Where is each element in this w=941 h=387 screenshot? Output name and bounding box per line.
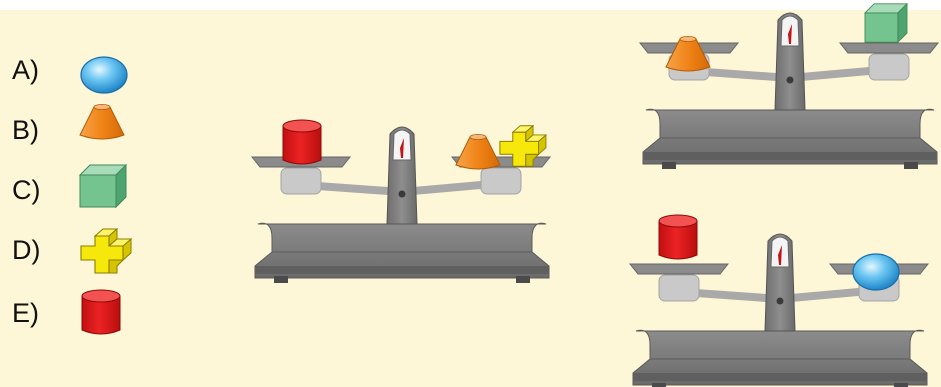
scale2-right-green-cube xyxy=(865,4,907,42)
scale3-left-red-cylinder xyxy=(659,215,697,259)
balance-scale-2 xyxy=(640,4,938,169)
scale3-right-blue-sphere xyxy=(853,254,899,290)
green-cube-icon xyxy=(80,165,126,207)
yellow-cross-block-icon xyxy=(81,229,131,273)
balance-scale-3 xyxy=(630,215,928,387)
scale1-right-orange-cone xyxy=(456,134,500,169)
balance-scale-1 xyxy=(252,120,550,283)
red-cylinder-icon xyxy=(82,290,120,334)
scale1-left-red-cylinder xyxy=(283,120,321,164)
orange-cone-icon xyxy=(80,104,124,139)
scale2-left-orange-cone xyxy=(666,36,710,71)
blue-sphere-icon xyxy=(81,57,127,93)
